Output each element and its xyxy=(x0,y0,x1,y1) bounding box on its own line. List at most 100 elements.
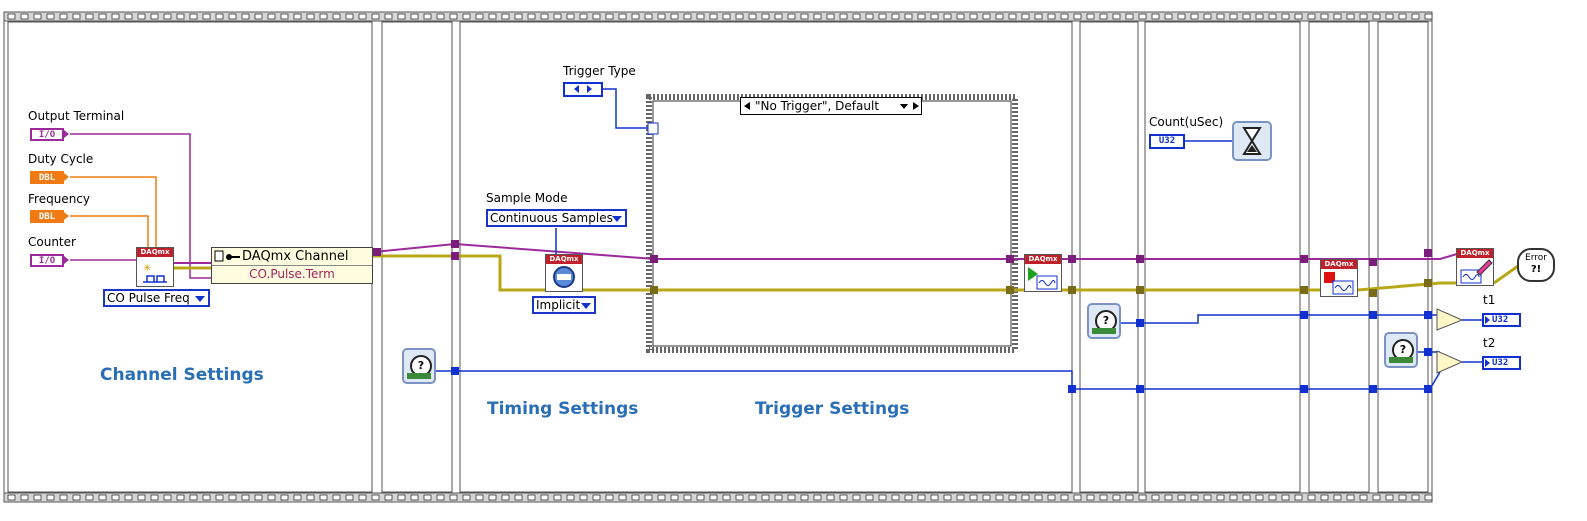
film-hole xyxy=(1190,494,1199,501)
task-tunnel-1 xyxy=(1068,255,1076,263)
case-selector[interactable]: "No Trigger", Default xyxy=(740,97,922,115)
duty-cycle-control[interactable]: DBL xyxy=(30,171,64,184)
t1-indicator[interactable]: U32 xyxy=(1482,313,1521,327)
u32-tunnel-8 xyxy=(1369,311,1377,319)
film-hole xyxy=(1203,494,1212,501)
film-hole xyxy=(579,13,588,20)
u32-tunnel-3 xyxy=(1300,385,1308,393)
film-hole xyxy=(1281,494,1290,501)
tick-count-node-3[interactable]: ? xyxy=(1384,332,1418,368)
daqmx-timing-vi[interactable]: DAQmx xyxy=(545,254,583,292)
film-hole xyxy=(982,13,991,20)
daqmx-header: DAQmx xyxy=(546,255,582,264)
task-tunnel-5 xyxy=(1424,249,1432,257)
daqmx-channel-property-node[interactable]: DAQmx Channel CO.Pulse.Term xyxy=(211,247,373,284)
error-wire-e xyxy=(1357,281,1457,292)
simple-error-handler-node[interactable]: Error ?! xyxy=(1517,248,1555,282)
film-hole xyxy=(462,494,471,501)
frequency-label: Frequency xyxy=(28,192,90,206)
daqmx-clear-task-vi[interactable]: DAQmx xyxy=(1456,248,1494,286)
frequency-arrow-icon xyxy=(64,212,69,220)
film-hole xyxy=(930,13,939,20)
film-hole xyxy=(618,13,627,20)
trigger-type-control[interactable] xyxy=(563,82,603,97)
u32-tunnel-1 xyxy=(1068,385,1076,393)
duty-cycle-label: Duty Cycle xyxy=(28,152,94,166)
film-hole xyxy=(1086,13,1095,20)
daqmx-header: DAQmx xyxy=(1025,255,1061,264)
film-hole xyxy=(852,494,861,501)
film-hole xyxy=(1424,494,1433,501)
daqmx-start-task-vi[interactable]: DAQmx xyxy=(1024,254,1062,292)
film-hole xyxy=(1320,13,1329,20)
film-hole xyxy=(228,13,237,20)
film-hole xyxy=(1307,13,1316,20)
error-tunnel-4 xyxy=(1300,286,1308,294)
film-hole xyxy=(384,494,393,501)
film-hole xyxy=(995,13,1004,20)
eraser-icon xyxy=(1460,259,1493,284)
film-hole xyxy=(124,13,133,20)
film-hole xyxy=(1125,13,1134,20)
count-usec-control[interactable]: U32 xyxy=(1149,134,1185,149)
output-terminal-control[interactable]: I/O xyxy=(30,128,64,141)
film-hole xyxy=(137,13,146,20)
create-channel-mode-ring[interactable]: CO Pulse Freq xyxy=(103,289,210,307)
u32-tunnel-9 xyxy=(1424,311,1432,319)
t2-indicator[interactable]: U32 xyxy=(1482,356,1521,370)
task-tunnel-3 xyxy=(1300,255,1308,263)
film-hole xyxy=(319,13,328,20)
film-hole xyxy=(202,13,211,20)
chevron-down-icon[interactable] xyxy=(900,104,908,109)
tick-count-node-2[interactable]: ? xyxy=(1087,303,1121,339)
task-tunnel-0 xyxy=(451,240,459,248)
daqmx-header: DAQmx xyxy=(1321,260,1357,269)
film-hole xyxy=(1047,494,1056,501)
film-hole xyxy=(1216,494,1225,501)
increment-arrow-icon[interactable] xyxy=(913,102,919,110)
chevron-down-icon xyxy=(612,216,622,222)
decrement-arrow-icon[interactable] xyxy=(744,102,750,110)
tick2-wire xyxy=(1121,314,1440,324)
error-tunnel-5 xyxy=(1369,289,1377,297)
film-hole xyxy=(371,13,380,20)
film-hole xyxy=(644,13,653,20)
counter-control[interactable]: I/O xyxy=(30,254,64,267)
film-hole xyxy=(488,13,497,20)
daqmx-stop-task-vi[interactable]: DAQmx xyxy=(1320,259,1358,297)
film-hole xyxy=(644,494,653,501)
film-hole xyxy=(33,13,42,20)
film-hole xyxy=(826,13,835,20)
film-hole xyxy=(332,13,341,20)
film-hole xyxy=(345,494,354,501)
film-hole xyxy=(592,13,601,20)
tick-count-node-1[interactable]: ? xyxy=(402,348,436,384)
film-hole xyxy=(566,13,575,20)
film-hole xyxy=(1333,494,1342,501)
film-hole xyxy=(20,13,29,20)
film-hole xyxy=(72,13,81,20)
svg-text:✳: ✳ xyxy=(143,263,151,274)
timing-mode-ring[interactable]: Implicit xyxy=(532,296,596,314)
u32-tunnel-2 xyxy=(1136,385,1144,393)
film-hole xyxy=(774,13,783,20)
property-node-property[interactable]: CO.Pulse.Term xyxy=(249,267,335,281)
film-hole xyxy=(917,494,926,501)
film-hole xyxy=(397,494,406,501)
sample-mode-ring[interactable]: Continuous Samples xyxy=(486,209,627,227)
film-hole xyxy=(930,494,939,501)
film-hole xyxy=(761,13,770,20)
daqmx-create-channel-vi[interactable]: DAQmx ✳ xyxy=(136,247,174,287)
task-tunnel-4 xyxy=(1369,258,1377,266)
film-hole xyxy=(1047,13,1056,20)
frequency-control[interactable]: DBL xyxy=(30,210,64,223)
wait-us-node[interactable] xyxy=(1232,121,1272,161)
film-hole xyxy=(1359,13,1368,20)
t1-label: t1 xyxy=(1483,293,1496,307)
task-tunnel-b1 xyxy=(650,255,658,263)
film-hole xyxy=(85,13,94,20)
film-hole xyxy=(1320,494,1329,501)
film-hole xyxy=(501,494,510,501)
sequence-frame-7 xyxy=(1377,21,1429,493)
film-hole xyxy=(969,494,978,501)
